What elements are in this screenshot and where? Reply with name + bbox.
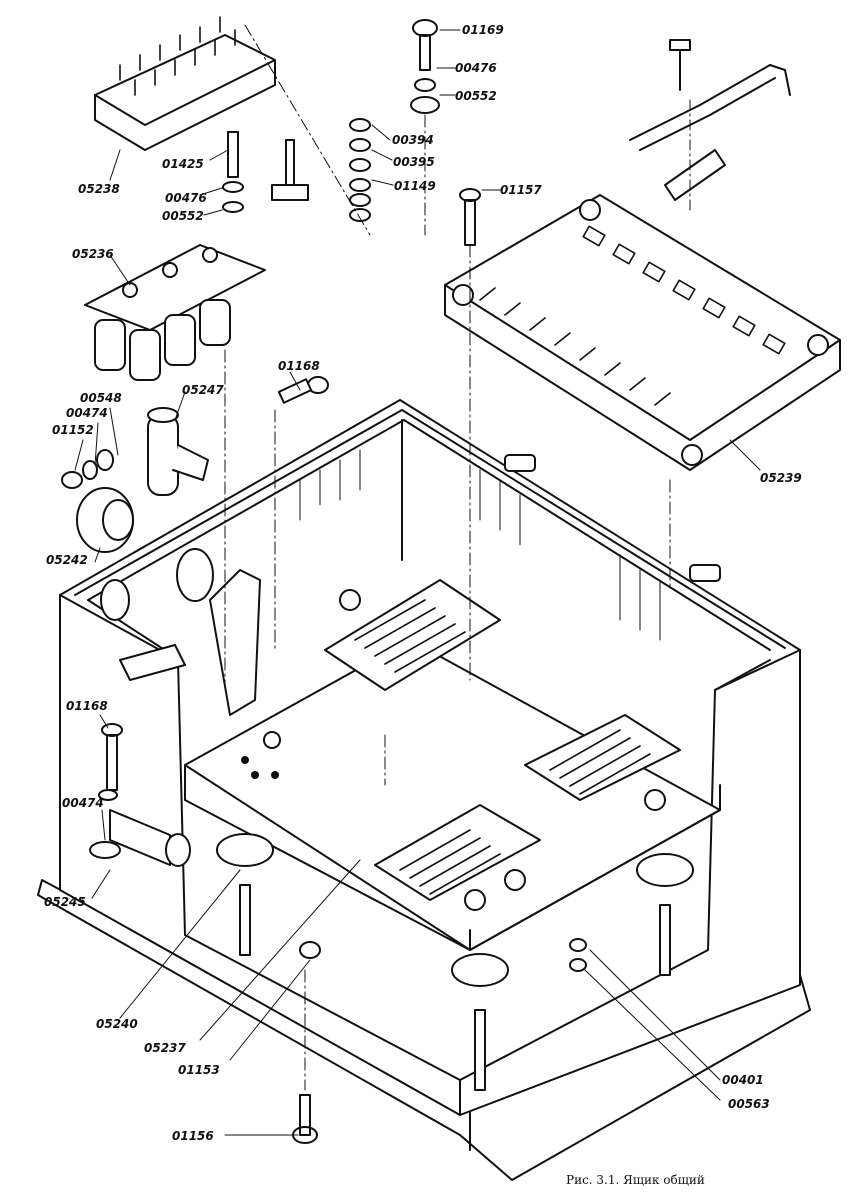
part-label: 01152 bbox=[52, 423, 94, 437]
part-label: 00548 bbox=[80, 391, 122, 405]
terminal-block-right bbox=[524, 714, 681, 801]
part-label: 00552 bbox=[455, 89, 497, 103]
part-label: 05237 bbox=[144, 1041, 186, 1055]
cable-gland-05247 bbox=[147, 407, 209, 496]
enclosure-box bbox=[37, 399, 811, 1181]
capacitor-assembly-05236 bbox=[84, 244, 266, 381]
mounting-screws bbox=[239, 884, 671, 1091]
part-label: 00401 bbox=[722, 1073, 764, 1087]
wall-bracket bbox=[119, 569, 261, 716]
part-label: 00395 bbox=[393, 155, 435, 169]
nut-washer-stack bbox=[61, 449, 114, 489]
mounting-plate bbox=[184, 639, 721, 951]
part-label: 00394 bbox=[392, 133, 434, 147]
part-label: 05238 bbox=[78, 182, 120, 196]
screws-and-washers bbox=[222, 19, 481, 404]
part-label: 05242 bbox=[46, 553, 88, 567]
part-label: 01168 bbox=[278, 359, 320, 373]
rear-wall-edge bbox=[59, 399, 801, 651]
part-label: 01157 bbox=[500, 183, 542, 197]
shock-mounts bbox=[216, 833, 694, 987]
part-label: 01149 bbox=[394, 179, 436, 193]
cable-gland-05245 bbox=[89, 723, 191, 867]
part-label: 01425 bbox=[162, 157, 204, 171]
part-label: 00476 bbox=[165, 191, 207, 205]
grommet-05242 bbox=[76, 487, 134, 553]
terminal-block-05238 bbox=[94, 16, 276, 151]
part-label: 01169 bbox=[462, 23, 504, 37]
terminal-block-front bbox=[374, 789, 666, 911]
part-label: 05245 bbox=[44, 895, 86, 909]
part-label: 01156 bbox=[172, 1129, 214, 1143]
part-label: 00474 bbox=[66, 406, 108, 420]
cover-05239 bbox=[444, 194, 841, 471]
part-label: 01168 bbox=[66, 699, 108, 713]
figure-caption: Рис. 3.1. Ящик общий bbox=[566, 1173, 705, 1187]
part-label: 01153 bbox=[178, 1063, 220, 1077]
terminal-block-rear bbox=[324, 579, 501, 691]
part-label: 00552 bbox=[162, 209, 204, 223]
leader-lines bbox=[74, 29, 761, 1136]
centre-lines bbox=[224, 24, 671, 1091]
part-label: 05239 bbox=[760, 471, 802, 485]
part-label: 00563 bbox=[728, 1097, 770, 1111]
part-label: 05247 bbox=[182, 383, 224, 397]
part-label: 05236 bbox=[72, 247, 114, 261]
part-label: 00474 bbox=[62, 796, 104, 810]
part-label: 05240 bbox=[96, 1017, 138, 1031]
part-label: 00476 bbox=[455, 61, 497, 75]
bottom-screw bbox=[292, 1094, 318, 1144]
spring-clip bbox=[629, 39, 791, 211]
